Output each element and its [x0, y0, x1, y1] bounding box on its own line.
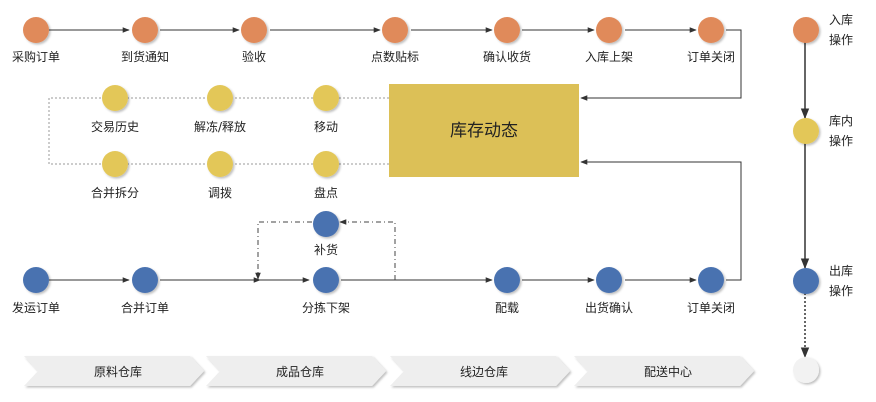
inbound-step-circle — [596, 17, 622, 43]
inbound-connectors — [49, 27, 742, 101]
outbound-step: 合并订单 — [121, 267, 169, 315]
warehouse-banner-label: 原料仓库 — [94, 364, 142, 379]
outbound-step-circle — [494, 267, 520, 293]
inbound-step: 验收 — [241, 17, 267, 64]
inbound-step-circle — [23, 17, 49, 43]
inbound-step: 采购订单 — [12, 17, 60, 64]
warehouse-banner: 原料仓库 — [24, 356, 204, 386]
replenish-step: 补货 — [313, 211, 339, 257]
outbound-step: 分拣下架 — [302, 267, 350, 315]
warehouse-banner-label: 成品仓库 — [276, 364, 324, 379]
legend-circle — [793, 268, 819, 294]
outbound-step: 订单关闭 — [687, 267, 735, 315]
internal-op: 盘点 — [313, 151, 339, 200]
legend-circle — [793, 118, 819, 144]
inbound-step: 订单关闭 — [687, 17, 735, 64]
internal-op-label: 盘点 — [314, 185, 338, 200]
internal-op: 移动 — [313, 85, 339, 134]
inbound-step-circle — [382, 17, 408, 43]
inbound-step: 入库上架 — [585, 17, 633, 64]
legend-label-line2: 操作 — [829, 32, 853, 47]
inbound-step-circle — [241, 17, 267, 43]
inbound-step-label: 订单关闭 — [687, 50, 735, 64]
internal-op-circle — [313, 151, 339, 177]
inbound-to-inventory-arrow — [580, 29, 742, 101]
legend-label-line1: 入库 — [829, 12, 853, 27]
legend-label-line2: 操作 — [829, 283, 853, 298]
inventory-box — [389, 84, 579, 177]
outbound-step-label: 出货确认 — [585, 300, 633, 315]
replenish-step-circle — [313, 211, 339, 237]
outbound-step: 发运订单 — [12, 267, 60, 315]
internal-op-circle — [313, 85, 339, 111]
outbound-step: 配载 — [494, 267, 520, 315]
inbound-step: 到货通知 — [121, 17, 169, 64]
outbound-step-circle — [132, 267, 158, 293]
inbound-step-label: 到货通知 — [121, 49, 169, 64]
outbound-step-circle — [313, 267, 339, 293]
legend-circle — [793, 17, 819, 43]
internal-op-label: 调拨 — [208, 186, 232, 200]
internal-op-label: 交易历史 — [91, 119, 139, 134]
outbound-to-inventory-arrow — [580, 159, 742, 281]
warehouse-banner-shape — [574, 356, 754, 386]
internal-op-circle — [207, 151, 233, 177]
internal-op-label: 解冻/释放 — [194, 119, 246, 134]
internal-op-circle — [207, 85, 233, 111]
warehouse-banner-label: 线边仓库 — [460, 364, 508, 379]
replenish-return-arrow — [255, 221, 312, 280]
outbound-step: 出货确认 — [585, 267, 633, 315]
warehouse-banner: 成品仓库 — [206, 356, 386, 386]
legend-label-line1: 库内 — [829, 113, 853, 128]
warehouse-banner-label: 配送中心 — [644, 364, 692, 379]
inbound-step-label: 验收 — [242, 49, 266, 64]
outbound-step-circle — [596, 267, 622, 293]
warehouse-banner: 线边仓库 — [390, 356, 570, 386]
legend-label-line1: 出库 — [829, 263, 853, 278]
inbound-step: 确认收货 — [483, 17, 531, 64]
legend-label-line2: 操作 — [829, 133, 853, 148]
inventory-box-label: 库存动态 — [450, 121, 518, 141]
internal-op-circle — [102, 151, 128, 177]
warehouse-banner-shape — [206, 356, 386, 386]
outbound-step-circle — [23, 267, 49, 293]
internal-op: 调拨 — [207, 151, 233, 200]
warehouse-banner: 配送中心 — [574, 356, 754, 386]
internal-op: 交易历史 — [91, 85, 139, 134]
outbound-step-label: 订单关闭 — [687, 301, 735, 315]
inbound-step-label: 确认收货 — [483, 49, 531, 64]
inbound-step-label: 点数贴标 — [371, 49, 419, 64]
outbound-step-circle — [698, 267, 724, 293]
outbound-connectors — [49, 159, 742, 283]
outbound-step-label: 合并订单 — [121, 300, 169, 315]
replenish-step-label: 补货 — [314, 242, 338, 257]
outbound-step-label: 配载 — [495, 301, 519, 315]
internal-op: 合并拆分 — [91, 151, 139, 200]
internal-op-label: 移动 — [314, 120, 338, 134]
internal-op-circle — [102, 85, 128, 111]
inbound-step-circle — [132, 17, 158, 43]
replenish-loop-arrow — [339, 219, 396, 280]
inbound-step-label: 采购订单 — [12, 49, 60, 64]
warehouse-banner-shape — [390, 356, 570, 386]
internal-op: 解冻/释放 — [194, 85, 246, 134]
inbound-step-circle — [494, 17, 520, 43]
inbound-step-label: 入库上架 — [585, 49, 633, 64]
outbound-step-label: 发运订单 — [12, 300, 60, 315]
outbound-step-label: 分拣下架 — [302, 300, 350, 315]
warehouse-banner-shape — [24, 356, 204, 386]
legend-end-circle — [793, 357, 819, 383]
internal-op-label: 合并拆分 — [91, 185, 139, 200]
inbound-step: 点数贴标 — [371, 17, 419, 64]
inbound-step-circle — [698, 17, 724, 43]
